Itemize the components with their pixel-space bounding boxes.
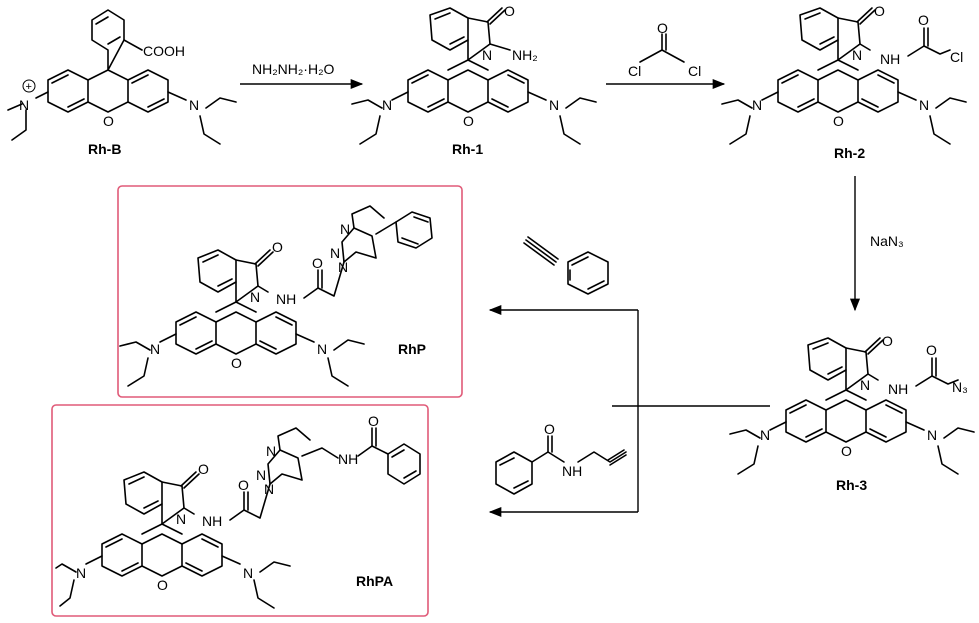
amide-n-label: N xyxy=(852,47,862,63)
amide-n-label: N xyxy=(860,377,870,393)
amine-n-label: N xyxy=(189,97,199,113)
reagent-hydrazine: NH₂NH₂·H₂O xyxy=(252,61,335,77)
amine-n-label: N xyxy=(549,97,559,113)
charge-circle xyxy=(22,79,36,93)
amine-n-label: N xyxy=(317,341,327,357)
amide-n-label: N xyxy=(482,47,492,63)
amide-nh-label: NH xyxy=(562,463,582,479)
product-box-rhp xyxy=(117,185,463,398)
azide-n3-label: N₃ xyxy=(952,379,968,395)
triazole-n-label: N xyxy=(338,259,348,275)
amide-o-label: O xyxy=(544,421,555,437)
click-reaction-arrows xyxy=(488,304,770,518)
molecule-rhp xyxy=(119,205,433,387)
nh2-label: NH₂ xyxy=(512,47,538,63)
reagent-propargyl-benzamide xyxy=(495,435,627,495)
amine-n-label: N xyxy=(760,427,770,443)
molecule-rh-b xyxy=(7,9,237,145)
charge-plus: + xyxy=(26,81,32,93)
cl-label: Cl xyxy=(950,49,963,65)
reagent-phenylacetylene xyxy=(523,236,609,295)
compound-label-rhp: RhP xyxy=(398,341,426,357)
reagent-chloroacetyl-chloride xyxy=(639,33,685,63)
acyl-o-label: O xyxy=(926,342,937,358)
amine-n-label: N xyxy=(919,97,929,113)
carbonyl-o-label: O xyxy=(882,333,893,349)
amine-n-label: N xyxy=(382,97,392,113)
triazole-n-label: N xyxy=(266,443,276,459)
acyl-o-label: O xyxy=(312,255,323,271)
benzamide-o-label: O xyxy=(368,413,379,429)
xanthene-o-label: O xyxy=(833,113,844,129)
compound-label-rh-2: Rh-2 xyxy=(834,145,865,161)
compound-label-rh-3: Rh-3 xyxy=(836,477,867,493)
xanthene-o-label: O xyxy=(463,113,474,129)
reagent-cl-label: Cl xyxy=(628,63,641,79)
molecule-rh-3 xyxy=(729,337,975,475)
reagent-sodium-azide: NaN₃ xyxy=(870,233,904,249)
molecule-rh-1 xyxy=(351,7,597,145)
compound-label-rhpa: RhPA xyxy=(356,573,393,589)
amine-n-label: N xyxy=(76,565,86,581)
nh-label: NH xyxy=(276,291,296,307)
reagent-o-label: O xyxy=(657,20,668,36)
molecule-rhpa xyxy=(55,427,421,609)
reagent-cl-label: Cl xyxy=(688,63,701,79)
amine-n-label: N xyxy=(243,565,253,581)
amide-n-label: N xyxy=(250,289,260,305)
compound-label-rh-1: Rh-1 xyxy=(452,141,483,157)
triazole-n-label: N xyxy=(330,245,340,261)
amine-n-label: N xyxy=(752,97,762,113)
amine-n-label: N xyxy=(927,427,937,443)
benzamide-nh-label: NH xyxy=(338,451,358,467)
triazole-n-label: N xyxy=(256,467,266,483)
molecule-rh-2 xyxy=(721,7,967,145)
n-plus-label: N xyxy=(19,97,29,113)
nh-label: NH xyxy=(888,381,908,397)
amine-n-label: N xyxy=(150,341,160,357)
cooh-label: COOH xyxy=(143,43,185,59)
triazole-n-label: N xyxy=(340,221,350,237)
acyl-o-label: O xyxy=(238,477,249,493)
nh-label: NH xyxy=(202,513,222,529)
xanthene-o-label: O xyxy=(157,577,168,593)
xanthene-o-label: O xyxy=(841,443,852,459)
xanthene-o-label: O xyxy=(103,113,114,129)
amide-n-label: N xyxy=(176,511,186,527)
nh-label: NH xyxy=(880,51,900,67)
compound-label-rh-b: Rh-B xyxy=(88,141,121,157)
xanthene-o-label: O xyxy=(231,355,242,371)
product-box-rhpa xyxy=(51,404,429,617)
carbonyl-o-label: O xyxy=(198,461,209,477)
carbonyl-o-label: O xyxy=(504,3,515,19)
carbonyl-o-label: O xyxy=(874,3,885,19)
acyl-o-label: O xyxy=(918,12,929,28)
triazole-n-label: N xyxy=(264,481,274,497)
carbonyl-o-label: O xyxy=(272,239,283,255)
